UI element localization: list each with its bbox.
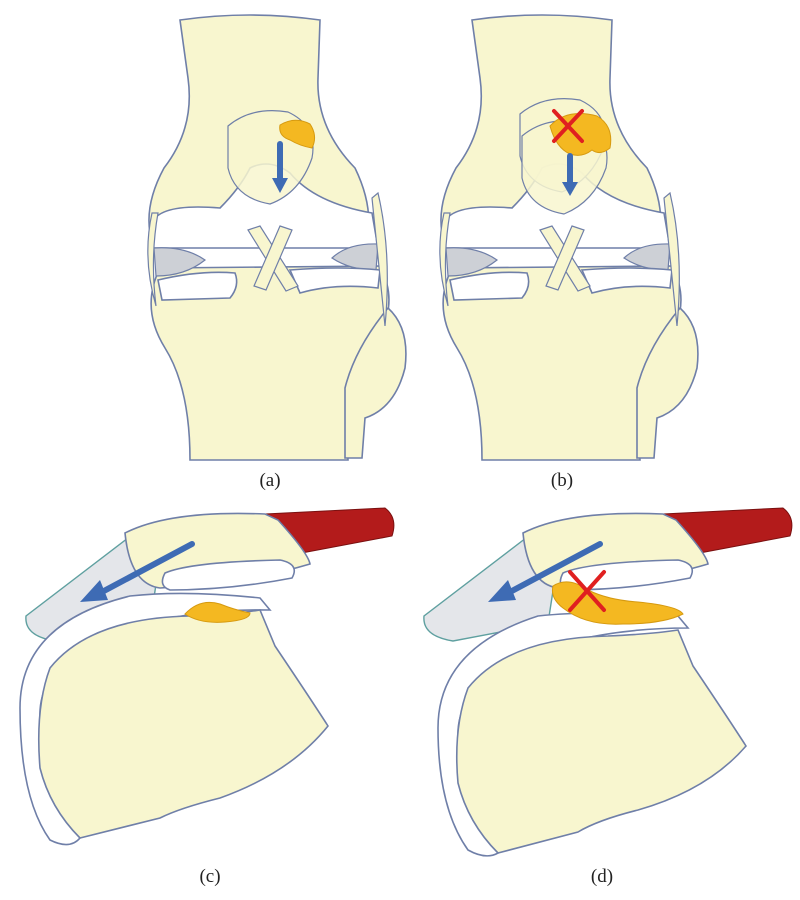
caption-b: (b) bbox=[532, 470, 592, 492]
panel-d bbox=[408, 498, 798, 858]
shoulder-diagram-c bbox=[10, 498, 400, 858]
caption-a: (a) bbox=[240, 470, 300, 492]
humeral-head bbox=[457, 630, 746, 853]
panel-c bbox=[10, 498, 400, 858]
panel-b bbox=[432, 8, 722, 460]
shoulder-diagram-d bbox=[408, 498, 798, 858]
knee-diagram-a bbox=[140, 8, 430, 460]
caption-d: (d) bbox=[572, 866, 632, 888]
panel-a bbox=[140, 8, 430, 460]
caption-c: (c) bbox=[180, 866, 240, 888]
humeral-head bbox=[39, 610, 328, 838]
knee-diagram-b bbox=[432, 8, 722, 460]
